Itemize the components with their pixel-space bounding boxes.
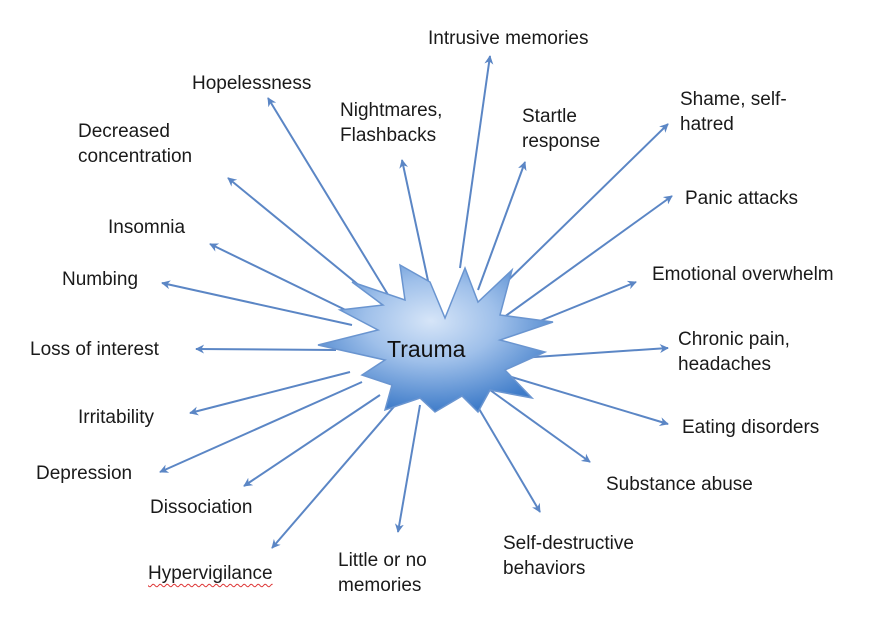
label-intrusive-memories: Intrusive memories	[428, 28, 589, 49]
label-insomnia: Insomnia	[108, 217, 186, 238]
label-substance-abuse: Substance abuse	[606, 474, 753, 495]
arrow-to-self-destructive-behaviors	[474, 401, 541, 513]
label-emotional-overwhelm: Emotional overwhelm	[652, 264, 834, 285]
label-irritability: Irritability	[78, 407, 155, 428]
arrow-to-intrusive-memories	[459, 55, 494, 269]
label-hypervigilance: Hypervigilance	[148, 563, 273, 584]
arrow-to-dissociation	[243, 394, 381, 487]
arrow-to-startle-response	[477, 161, 527, 291]
arrow-to-emotional-overwhelm	[529, 280, 637, 326]
label-eating-disorders: Eating disorders	[682, 417, 820, 438]
label-chronic-pain-headaches: Chronic pain,headaches	[678, 329, 790, 375]
arrow-to-irritability	[189, 371, 351, 416]
arrow-to-hypervigilance	[271, 401, 399, 549]
label-loss-of-interest: Loss of interest	[30, 339, 159, 360]
arrow-to-shame-self-hatred	[487, 123, 669, 301]
label-nightmares-flashbacks: Nightmares,Flashbacks	[340, 100, 443, 146]
arrow-to-chronic-pain-headaches	[519, 344, 669, 359]
label-panic-attacks: Panic attacks	[685, 188, 798, 209]
arrow-to-little-or-no-memories	[394, 404, 421, 533]
arrow-to-eating-disorders	[504, 374, 669, 426]
arrow-to-panic-attacks	[499, 195, 673, 321]
label-hopelessness: Hopelessness	[192, 73, 312, 94]
arrow-to-nightmares-flashbacks	[399, 159, 431, 291]
label-dissociation: Dissociation	[150, 497, 253, 518]
arrow-to-numbing	[161, 280, 353, 326]
arrow-to-insomnia	[209, 243, 363, 319]
center-label: Trauma	[387, 336, 466, 362]
arrow-to-loss-of-interest	[195, 344, 337, 354]
label-shame-self-hatred: Shame, self-hatred	[680, 89, 787, 135]
label-depression: Depression	[36, 463, 133, 484]
arrow-to-depression	[159, 381, 363, 473]
label-numbing: Numbing	[62, 269, 139, 290]
arrow-to-substance-abuse	[489, 389, 591, 463]
arrow-to-hopelessness	[267, 97, 391, 299]
trauma-starburst	[317, 263, 554, 414]
